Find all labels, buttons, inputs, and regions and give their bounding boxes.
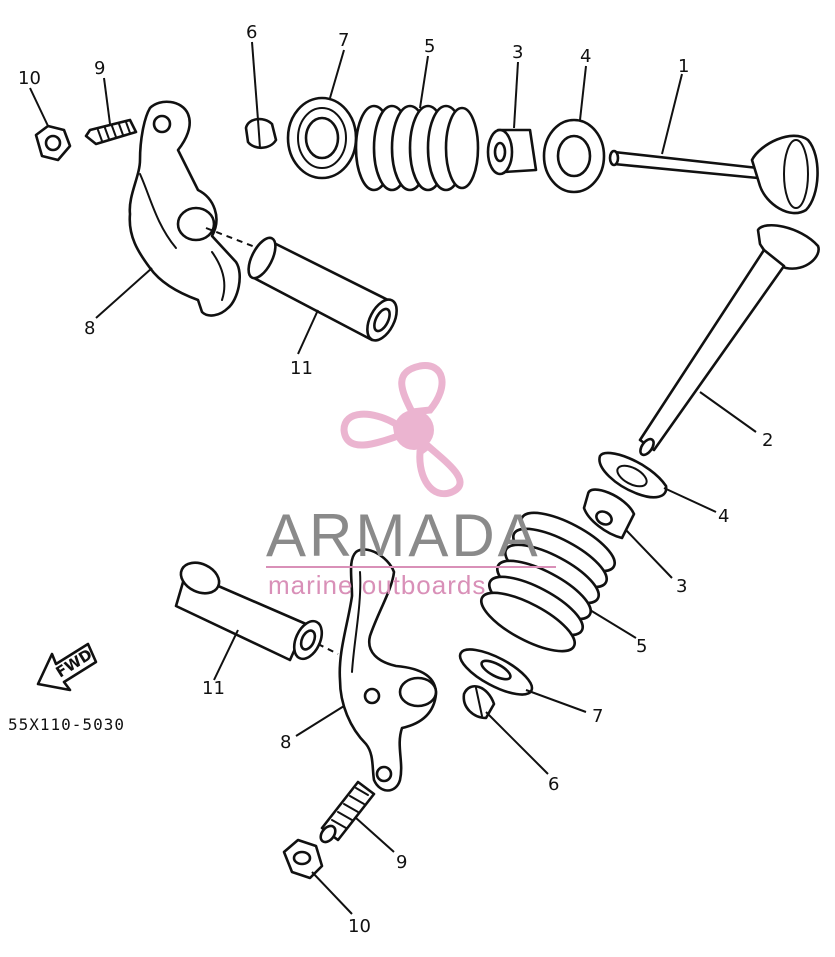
callout-11-top: 11	[290, 358, 313, 379]
callout-2: 2	[762, 430, 773, 451]
callout-3-top: 3	[512, 42, 523, 63]
lock-nut-top	[34, 124, 72, 162]
valve-cotter-top	[244, 117, 278, 150]
shaft-alignment-line-bottom	[317, 643, 339, 655]
valve-spring-bottom	[480, 511, 616, 653]
valve-stem-seal-bottom	[582, 488, 636, 540]
watermark-tagline: marine outboards	[268, 570, 486, 600]
callout-7-top: 7	[338, 30, 349, 51]
adjusting-screw-bottom	[319, 780, 376, 844]
valve-stem-seal-top	[486, 128, 538, 176]
intake-valve	[638, 223, 820, 457]
callout-8-top: 8	[84, 318, 95, 339]
callout-1: 1	[678, 56, 689, 77]
callout-4-top: 4	[580, 46, 591, 67]
forward-direction-arrow: FWD	[36, 642, 98, 692]
callout-9-top: 9	[94, 58, 105, 79]
armada-watermark: ARMADA marine outboards	[266, 362, 556, 600]
callout-10-top: 10	[18, 68, 41, 89]
callout-5-top: 5	[424, 36, 435, 57]
spring-seat-bottom	[598, 451, 668, 499]
callout-11-bottom: 11	[202, 678, 225, 699]
rocker-arm-top	[128, 100, 241, 317]
spring-retainer-bottom	[458, 648, 534, 696]
valve-cotter-bottom	[462, 684, 496, 720]
spring-seat-top	[542, 118, 606, 194]
exhaust-valve	[608, 134, 819, 215]
spring-retainer-top	[286, 96, 358, 180]
valve-spring-top	[354, 104, 480, 192]
callout-5-bottom: 5	[636, 636, 647, 657]
lock-nut-bottom	[282, 838, 324, 880]
propeller-logo-icon	[340, 362, 464, 498]
callout-7-bottom: 7	[592, 706, 603, 727]
leader-lines	[29, 41, 757, 915]
callout-6-bottom: 6	[548, 774, 559, 795]
rocker-shaft-top	[247, 236, 398, 342]
callout-labels: 10 9 6 7 5 3 4 1 8 11 2 4 3 5 7 6 11 8 9…	[18, 22, 773, 937]
callout-9-bottom: 9	[396, 852, 407, 873]
diagram-part-code: 55X110-5030	[8, 715, 125, 734]
callout-4-bottom: 4	[718, 506, 729, 527]
callout-3-bottom: 3	[676, 576, 687, 597]
watermark-brand: ARMADA	[266, 502, 541, 569]
rocker-arm-bottom	[338, 548, 438, 792]
adjusting-screw-top	[84, 118, 138, 146]
rocker-shaft-bottom	[174, 561, 324, 662]
callout-10-bottom: 10	[348, 916, 371, 937]
callout-8-bottom: 8	[280, 732, 291, 753]
callout-6-top: 6	[246, 22, 257, 43]
